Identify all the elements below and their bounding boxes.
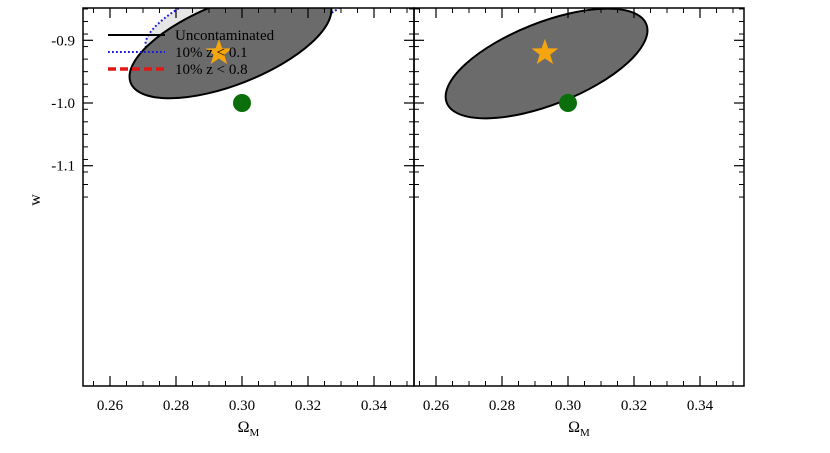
best-fit-star-marker — [531, 38, 559, 65]
x-tick-label: 0.34 — [687, 398, 714, 414]
fiducial-circle-marker — [559, 94, 577, 112]
y-tick-label: -1.1 — [51, 159, 75, 175]
legend-label: 10% z < 0.1 — [175, 45, 248, 61]
right-panel — [444, 8, 649, 120]
contour-uncontaminated — [444, 8, 649, 120]
x-tick-label: 0.32 — [621, 398, 647, 414]
y-tick-label: -0.9 — [51, 33, 75, 49]
fiducial-circle-marker — [233, 94, 251, 112]
x-tick-label: 0.28 — [489, 398, 515, 414]
x-tick-label: 0.34 — [361, 398, 388, 414]
x-tick-label: 0.28 — [163, 398, 189, 414]
y-tick-label: -1.0 — [51, 96, 75, 112]
panel-frames — [82, 7, 745, 387]
y-axis-title: w — [27, 194, 44, 206]
contour-uncontaminated — [128, 8, 333, 100]
x-tick-label: 0.30 — [555, 398, 581, 414]
x-tick-label: 0.26 — [423, 398, 450, 414]
plot-area — [444, 8, 649, 120]
legend-label: Uncontaminated — [175, 28, 275, 44]
legend-label: 10% z < 0.8 — [175, 62, 248, 78]
x-axis-title: ΩM — [238, 419, 260, 439]
left-panel — [128, 8, 370, 112]
x-tick-label: 0.26 — [97, 398, 124, 414]
x-axis-title: ΩM — [568, 419, 590, 439]
x-tick-label: 0.32 — [295, 398, 321, 414]
x-tick-label: 0.30 — [229, 398, 255, 414]
axis-labels: 0.260.280.300.320.34-0.6-0.7-0.8-0.9-1.0… — [27, 33, 714, 439]
best-fit-star-marker — [205, 38, 233, 65]
plot-area — [128, 8, 370, 112]
